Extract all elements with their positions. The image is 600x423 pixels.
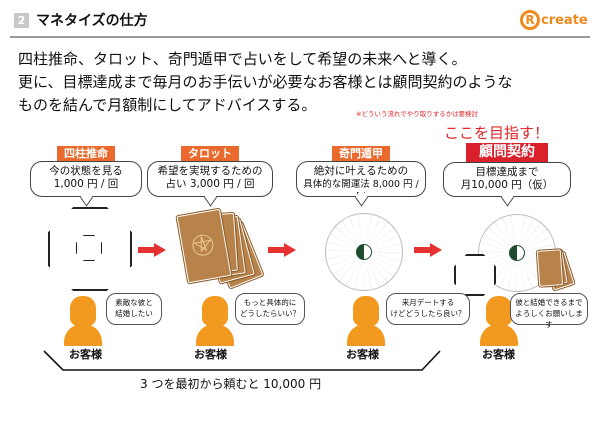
bagua-icon (454, 254, 496, 296)
yin-yang-icon (509, 245, 525, 261)
tarot-cards-icon (535, 248, 565, 288)
yin-yang-icon (356, 244, 372, 260)
brand-logo: R create (520, 10, 588, 30)
intro-line: 四柱推命、タロット、奇門遁甲で占いをして希望の未来へと導く。 (18, 50, 467, 68)
step-price: 占い 3,000 円 / 回 (165, 178, 255, 190)
customer-avatar-icon (195, 296, 235, 346)
note-text: ※どういう流れでやり取りするかは要検討 (356, 110, 478, 118)
intro-text: 四柱推命、タロット、奇門遁甲で占いをして希望の未来へと導く。 更に、目標達成まで… (18, 48, 513, 117)
customer-speech-bubble: 来月デートする けどどうしたら良い？ (386, 293, 470, 325)
step-desc: 今の状態を見る (49, 165, 123, 177)
speech-line: 素敵な彼と (115, 298, 153, 307)
customer-speech-bubble: もっと具体的に どうしたらいい？ (235, 293, 305, 325)
speech-line: どうしたらいい？ (240, 309, 300, 318)
step-price: 1,000 円 / 回 (53, 178, 119, 190)
step-tag-tarot: タロット (181, 146, 239, 161)
section-number-badge: 2 (14, 13, 29, 28)
step-price-bubble: 今の状態を見る 1,000 円 / 回 (30, 161, 142, 197)
logo-r-mark-icon: R (520, 10, 540, 30)
step-tag-advisory-contract: 顧問契約 (466, 143, 548, 162)
combined-tools-icon (448, 210, 588, 302)
arrow-right-icon (414, 243, 442, 257)
customer-speech-bubble: 彼と結婚できるまで よろしくお願いします (510, 293, 588, 329)
speech-line: 来月デートする (401, 298, 455, 307)
step-tag-shichusuimei: 四柱推命 (57, 146, 115, 161)
qimen-wheel-icon (325, 213, 403, 291)
step-price-bubble: 希望を実現するための 占い 3,000 円 / 回 (147, 161, 273, 197)
customer-speech-bubble: 素敵な彼と 結婚したい (106, 293, 162, 325)
step-desc: 希望を実現するための (157, 165, 263, 177)
page-title: マネタイズの仕方 (36, 13, 148, 29)
bundle-total-text: 3 つを最初から頼むと 10,000 円 (140, 377, 322, 391)
step-tag-kimontonkou: 奇門遁甲 (332, 146, 390, 161)
bagua-icon (48, 207, 132, 291)
customer-label: お客様 (346, 348, 379, 361)
bagua-center-icon (76, 235, 102, 261)
customer-avatar-icon (346, 296, 386, 346)
speech-line: けどどうしたら良い？ (390, 309, 466, 318)
customer-avatar-icon (63, 296, 103, 346)
bundle-bracket (43, 350, 441, 371)
pentacle-icon (192, 234, 214, 256)
step-price: 具体的な開運法 8,000 円 / 回 (303, 179, 419, 203)
step-price: 月10,000 円（仮） (460, 179, 554, 191)
speech-line: 結婚したい (115, 309, 153, 318)
step-price-bubble: 目標達成まで 月10,000 円（仮） (443, 162, 571, 197)
tarot-cards-icon (175, 207, 268, 300)
header-divider (10, 36, 590, 38)
logo-text: create (541, 12, 588, 28)
customer-label: お客様 (482, 348, 515, 361)
customer-label: お客様 (194, 348, 227, 361)
intro-line: 更に、目標達成まで毎月のお手伝いが必要なお客様とは顧問契約のような (18, 73, 513, 91)
speech-line: もっと具体的に (243, 298, 297, 307)
customer-label: お客様 (69, 348, 102, 361)
step-desc: 目標達成まで (475, 166, 539, 178)
goal-label: ここを目指す！ (444, 124, 550, 142)
step-desc: 絶対に叶えるための (313, 165, 409, 177)
speech-line: よろしくお願いします (515, 309, 583, 329)
arrow-right-icon (268, 243, 296, 257)
step-price-bubble: 絶対に叶えるための 具体的な開運法 8,000 円 / 回 (296, 161, 426, 203)
arrow-right-icon (138, 243, 166, 257)
customer-avatar-icon (479, 296, 519, 346)
intro-line: ものを結んで月額制にしてアドバイスする。 (18, 96, 317, 114)
speech-line: 彼と結婚できるまで (515, 298, 583, 307)
